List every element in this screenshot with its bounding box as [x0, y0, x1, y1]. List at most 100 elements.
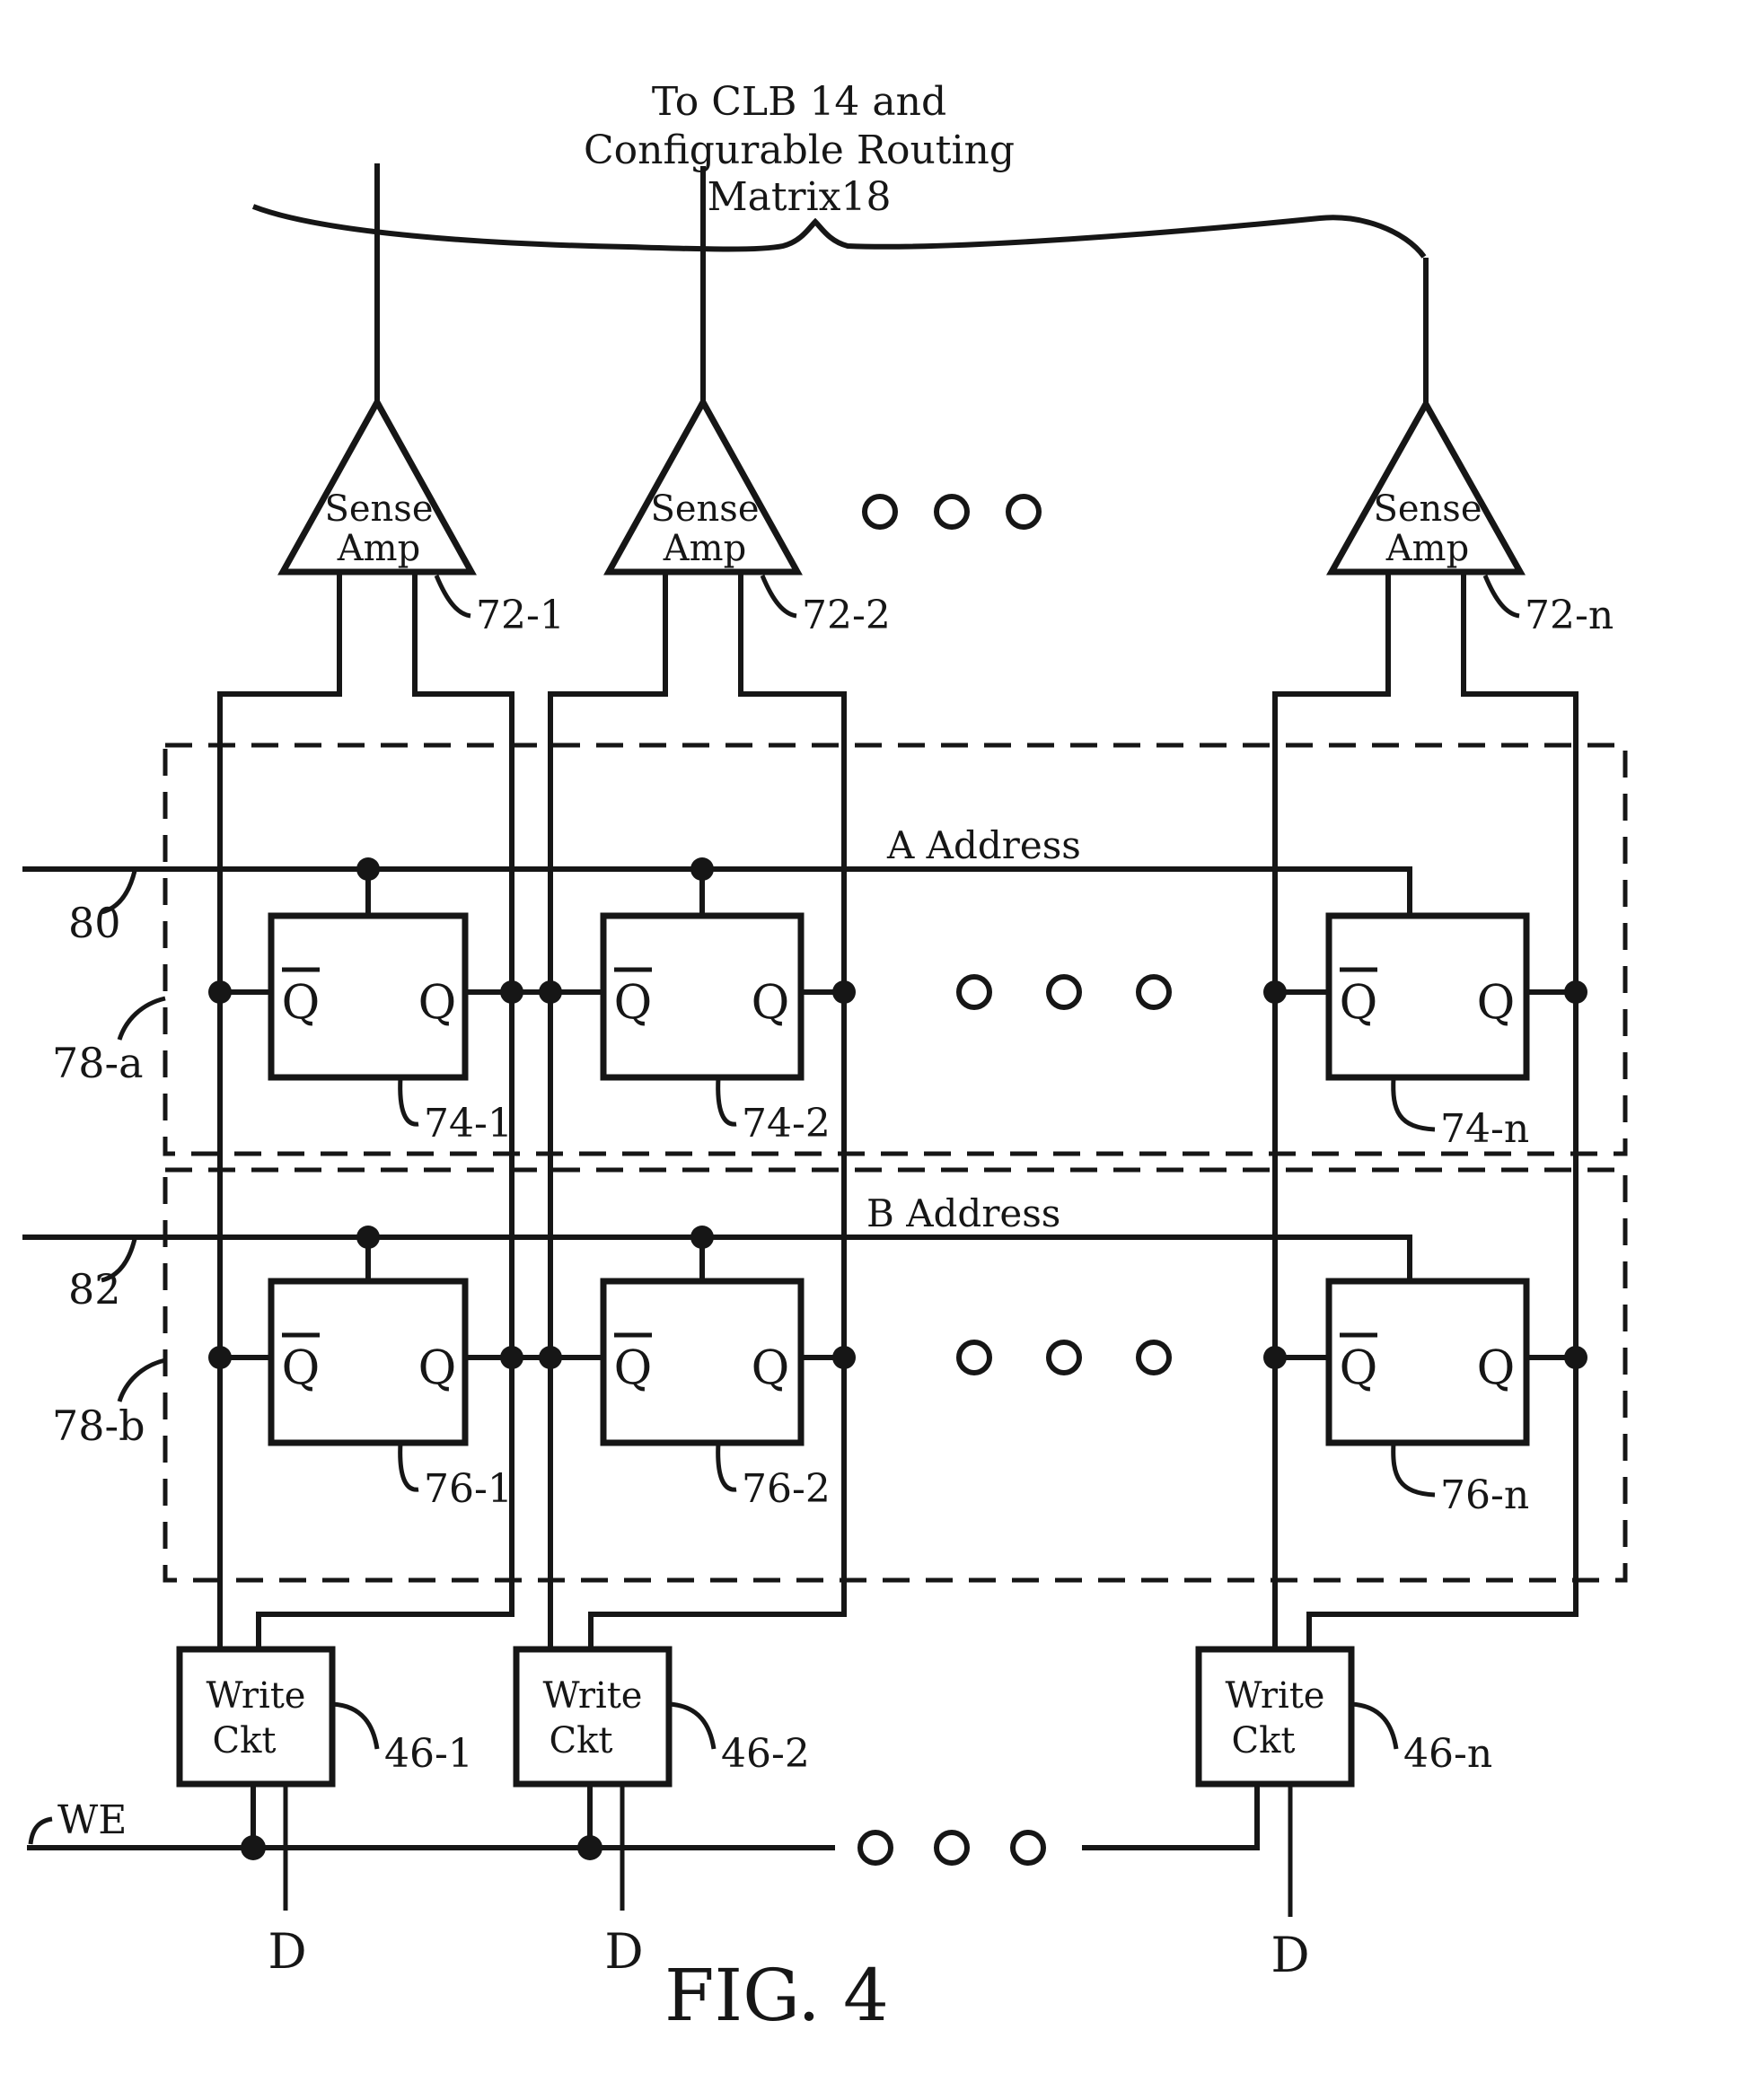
- write-ckt-n: Write Ckt 46-n: [1195, 1646, 1492, 1788]
- sense-amp-n-triangle: [1326, 397, 1526, 576]
- junction-dot: [1564, 980, 1587, 1004]
- we-line-group: WE: [27, 1784, 1260, 1866]
- qbar-label: Q: [282, 976, 321, 1030]
- row-a-wires: [208, 974, 1587, 1010]
- ellipsis-dot: [934, 494, 970, 530]
- latch-76-n-box: [1325, 1278, 1530, 1446]
- ellipsis-dot: [862, 494, 898, 530]
- sense-amp-1: Sense Amp 72-1: [277, 395, 565, 638]
- latch-76-2-ref: 76-2: [742, 1466, 831, 1512]
- latch-76-n: Q Q 76-n: [1325, 1278, 1530, 1518]
- sense-amp-2-leader: [760, 575, 797, 619]
- write-ckt-2-box: [513, 1646, 673, 1788]
- junction-dot: [539, 980, 562, 1004]
- sense-amp-1-triangle: [277, 395, 477, 576]
- a-address-leader: [101, 870, 137, 915]
- q-label: Q: [752, 1341, 790, 1395]
- sense-amp-n-leader: [1482, 575, 1520, 619]
- ellipsis-dot: [956, 974, 992, 1010]
- sense-amp-n-label-2: Amp: [1385, 528, 1469, 569]
- d-label-1: D: [268, 1923, 306, 1980]
- ellipsis-dot: [1006, 494, 1042, 530]
- we-line-right: [1082, 1784, 1260, 1850]
- latch-76-1-leader: [398, 1442, 419, 1492]
- junction-dot: [208, 1346, 232, 1369]
- write-ckt-1-label-1: Write: [207, 1675, 306, 1717]
- sense-amp-2-ref: 72-2: [802, 593, 891, 638]
- sense-amp-1-label-2: Amp: [337, 528, 420, 569]
- q-label: Q: [752, 976, 790, 1030]
- junction-dot: [690, 1226, 714, 1249]
- write-ckt-2-ref: 46-2: [721, 1731, 810, 1777]
- q-label: Q: [1477, 976, 1516, 1030]
- sense-amp-1-label-1: Sense: [324, 488, 433, 530]
- a-address-line-group: A Address 80: [22, 823, 1412, 947]
- junction-dot: [1564, 1346, 1587, 1369]
- group-78b-leader: [117, 1358, 166, 1402]
- b-address-leader: [101, 1238, 137, 1283]
- group-box-78b: [163, 1167, 1628, 1583]
- ellipsis-dot: [934, 1830, 970, 1866]
- bitline-left-2: [548, 572, 668, 1649]
- write-ckt-1-ref: 46-1: [384, 1731, 473, 1777]
- write-ckt-n-label-1: Write: [1226, 1675, 1325, 1717]
- latch-74-1-ref: 74-1: [424, 1101, 513, 1147]
- top-annotation: To CLB 14 and Configurable Routing Matri…: [584, 79, 1015, 220]
- d-label-2: D: [604, 1923, 643, 1980]
- bitline-left-1: [217, 572, 342, 1649]
- qbar-label: Q: [614, 1341, 653, 1395]
- write-ckt-2-label-1: Write: [543, 1675, 643, 1717]
- write-ckt-2-label-2: Ckt: [550, 1720, 613, 1762]
- ellipsis-dot: [1046, 1340, 1082, 1375]
- latch-74-n: Q Q 74-n: [1325, 912, 1530, 1152]
- a-address-ref: 80: [68, 899, 121, 947]
- q-label: Q: [418, 1341, 457, 1395]
- latch-74-2-leader: [716, 1076, 737, 1127]
- latch-76-1: Q Q 76-1: [268, 1278, 513, 1512]
- d-label-n: D: [1271, 1927, 1309, 1983]
- qbar-label: Q: [1340, 1341, 1378, 1395]
- b-address-ref: 82: [68, 1265, 121, 1314]
- junction-dot: [832, 1346, 856, 1369]
- junction-dot: [1263, 1346, 1287, 1369]
- write-ckt-1-label-2: Ckt: [213, 1720, 277, 1762]
- latch-74-2: Q Q 74-2: [600, 912, 831, 1147]
- latch-76-n-ref: 76-n: [1440, 1472, 1529, 1518]
- b-address-label: B Address: [866, 1191, 1060, 1235]
- junction-dot: [500, 980, 523, 1004]
- annotation-line-1: To CLB 14 and: [652, 79, 946, 125]
- ellipsis-dot: [1010, 1830, 1046, 1866]
- junction-dot: [500, 1346, 523, 1369]
- ellipsis-dot: [1136, 1340, 1172, 1375]
- group-box-78a: [163, 742, 1628, 1156]
- sense-amp-1-ref: 72-1: [476, 593, 565, 638]
- latch-74-2-box: [600, 912, 805, 1081]
- a-address-line: [22, 866, 1412, 916]
- ellipsis-dot: [956, 1340, 992, 1375]
- write-ckt-n-leader: [1350, 1701, 1399, 1750]
- junction-dot: [356, 1226, 380, 1249]
- a-address-label: A Address: [886, 823, 1081, 867]
- latch-76-1-ref: 76-1: [424, 1466, 513, 1512]
- junction-dot: [1263, 980, 1287, 1004]
- junction-dot: [832, 980, 856, 1004]
- bitline-left-n: [1272, 572, 1391, 1649]
- junction-dot: [690, 857, 714, 881]
- sense-amp-n-ref: 72-n: [1525, 593, 1614, 638]
- sense-amp-2-label-1: Sense: [650, 488, 759, 530]
- write-ckt-2: Write Ckt 46-2: [513, 1646, 810, 1788]
- write-ckt-n-label-2: Ckt: [1232, 1720, 1296, 1762]
- b-address-line-group: B Address 82: [22, 1191, 1412, 1314]
- annotation-line-3: Matrix18: [708, 174, 892, 220]
- sense-amp-n-label-1: Sense: [1373, 488, 1482, 530]
- write-ckt-n-ref: 46-n: [1403, 1731, 1492, 1777]
- q-label: Q: [1477, 1341, 1516, 1395]
- sense-amp-2: Sense Amp 72-2: [603, 395, 891, 638]
- brace-curve: [251, 204, 1427, 259]
- d-inputs: D D D: [268, 1784, 1310, 1983]
- we-leader: [28, 1816, 53, 1845]
- b-address-line: [22, 1235, 1412, 1281]
- latch-74-n-box: [1325, 912, 1530, 1081]
- latch-76-2-leader: [716, 1442, 737, 1492]
